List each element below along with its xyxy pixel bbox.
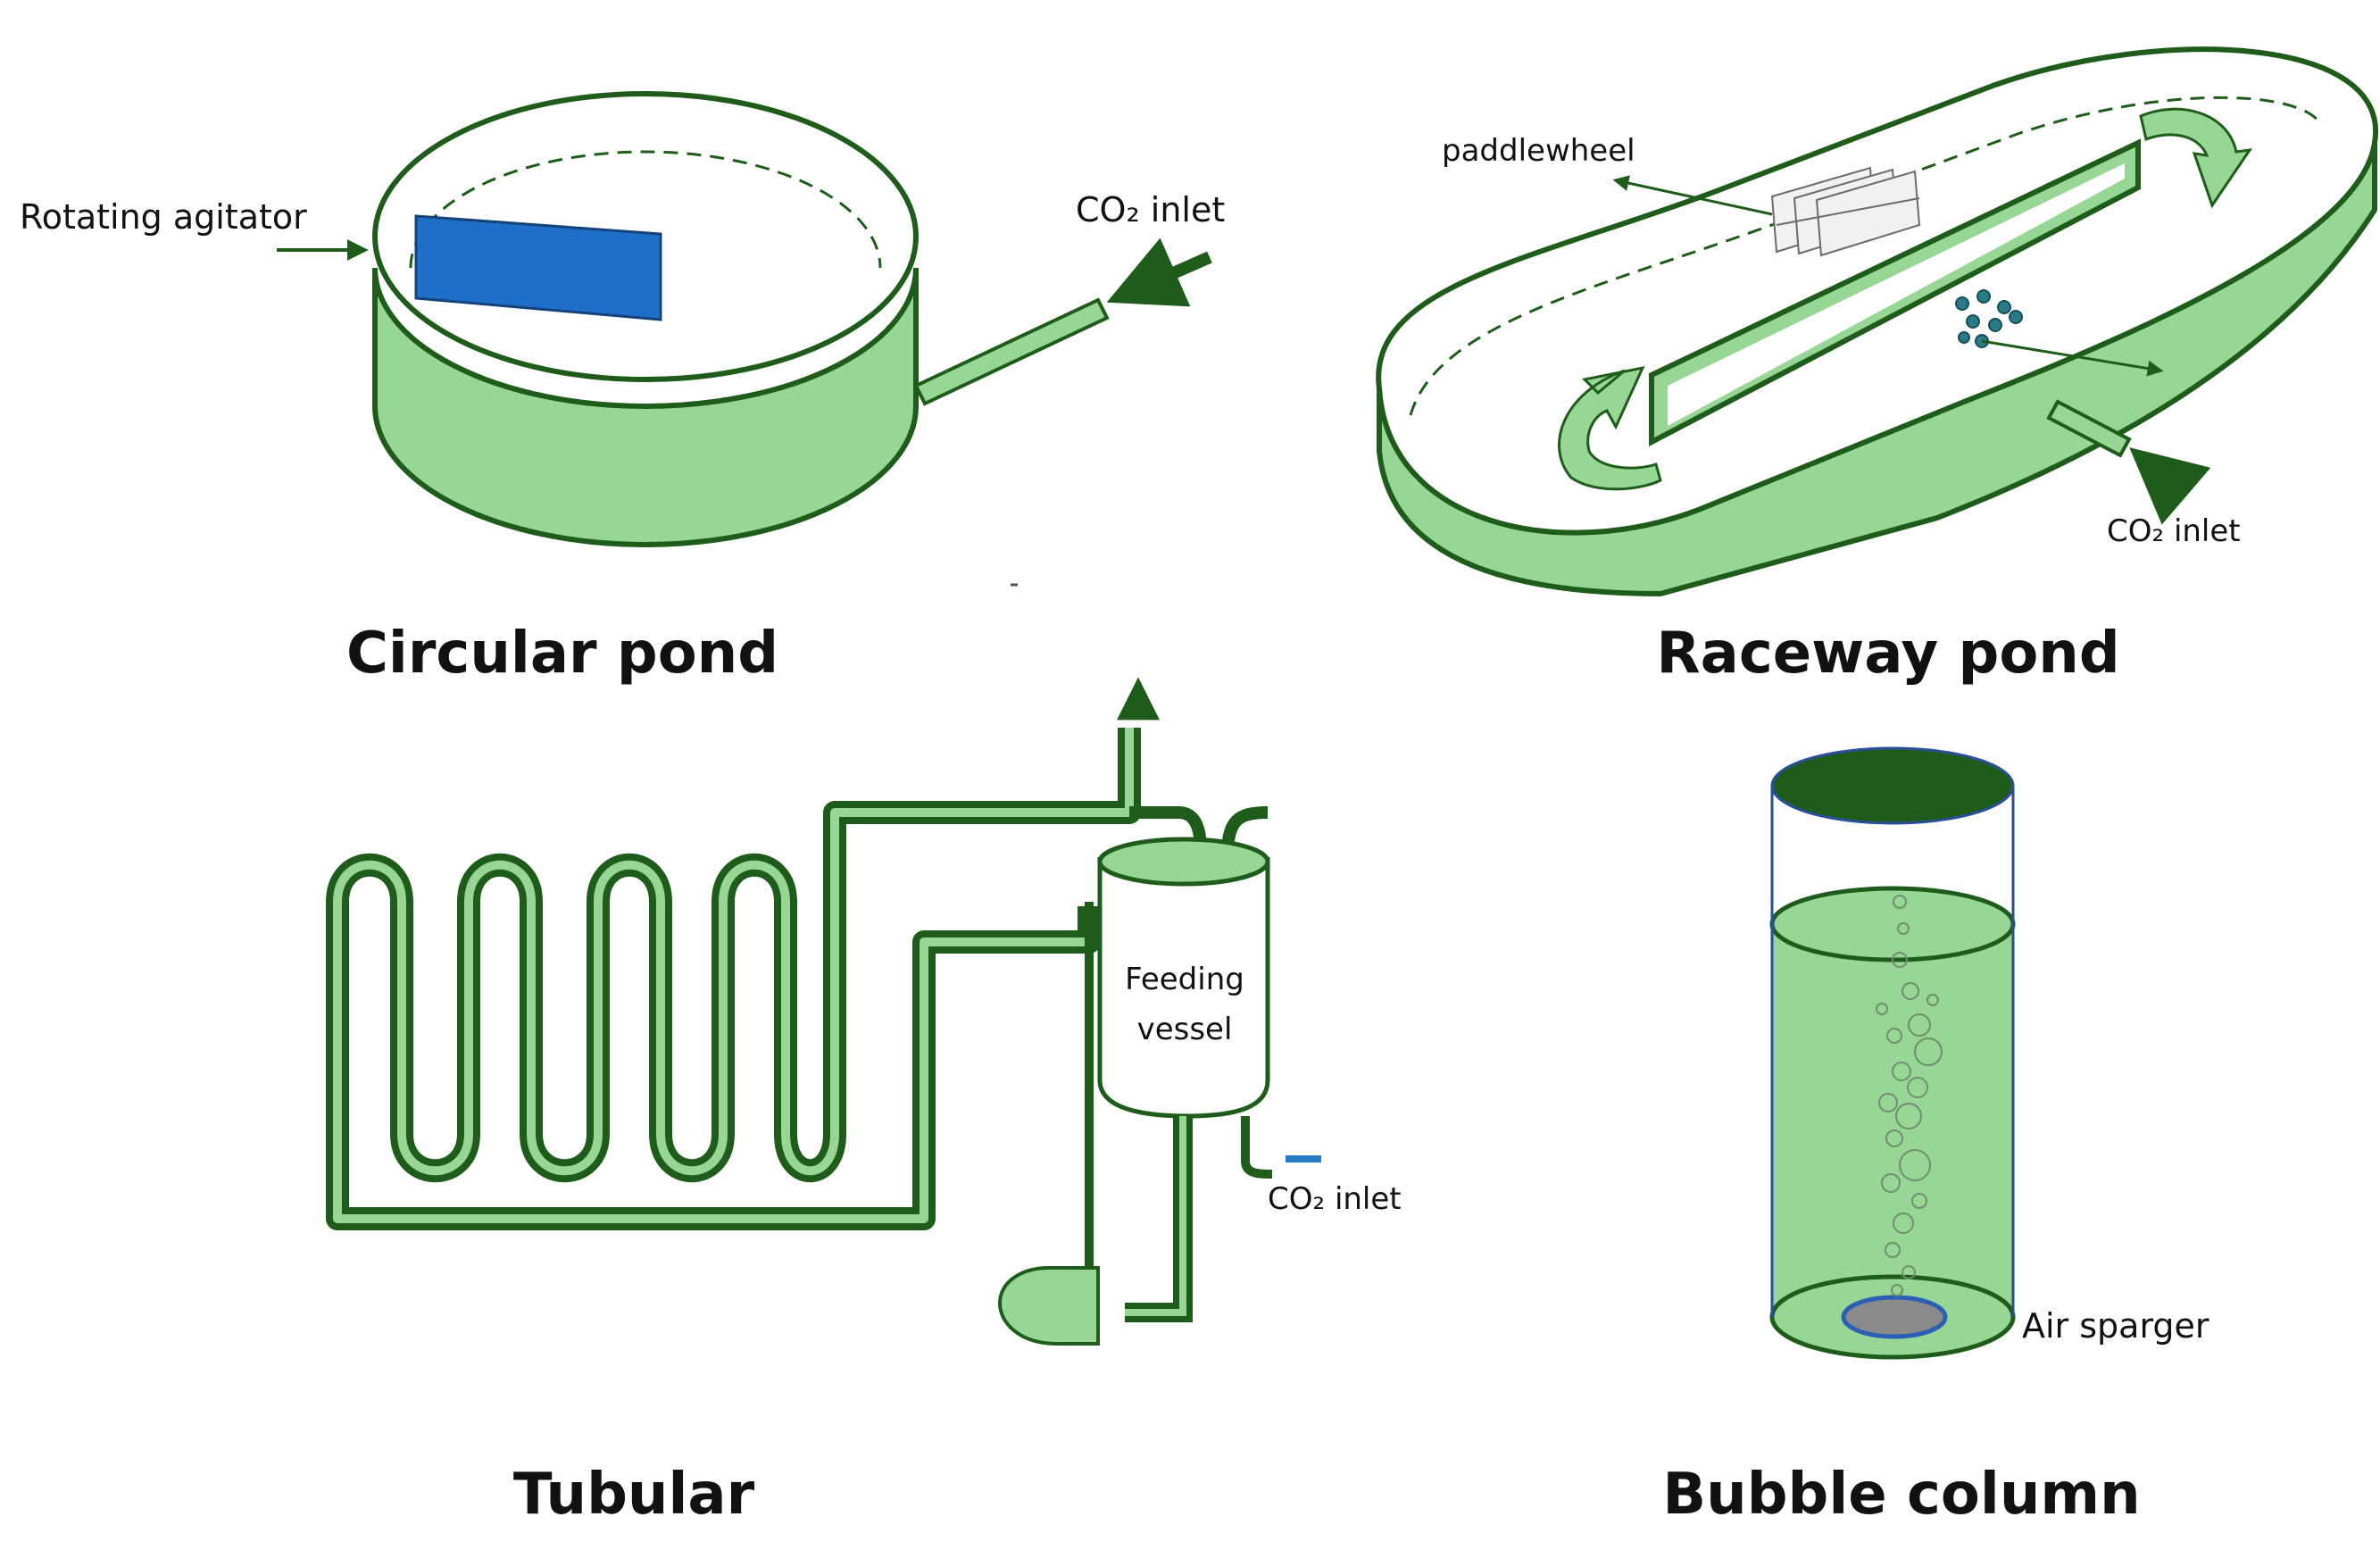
raceway-pond-title: Raceway pond xyxy=(1656,621,2120,687)
tubular-co2-label: CO₂ inlet xyxy=(1268,1181,1402,1217)
paddlewheel-label: paddlewheel xyxy=(1442,133,1635,169)
bubble-column xyxy=(1769,746,2016,1360)
circular-pond-co2-pipe xyxy=(913,297,1110,406)
circular-pond-title: Circular pond xyxy=(345,621,779,687)
paddlewheel xyxy=(1770,166,1921,257)
bubble-column-bubbles xyxy=(1876,895,1943,1296)
raceway-bubble-pointer xyxy=(1981,339,2164,377)
tubular-vessel-bottom-pipe-core xyxy=(1125,1116,1186,1316)
tubular-co2-inlet-pipe xyxy=(1241,1116,1273,1179)
raceway-co2-arrow xyxy=(2129,447,2211,525)
paddlewheel-pointer xyxy=(1612,175,1773,216)
tubular-serpentine-core xyxy=(333,728,1134,1223)
raceway-co2-bubbles xyxy=(1955,289,2023,348)
raceway-co2-pipe xyxy=(2046,399,2132,458)
circular-pond xyxy=(277,91,1212,547)
rotating-agitator xyxy=(414,214,662,321)
tubular-vessel-bottom-pipe xyxy=(1125,1116,1193,1322)
rotating-agitator-label: Rotating agitator xyxy=(20,197,307,237)
circular-pond-co2-arrow xyxy=(1106,238,1212,307)
raceway-center-divider-inner xyxy=(1668,163,2125,426)
bubble-column-liquid-surface xyxy=(1769,886,2016,962)
circular-pond-water-line xyxy=(409,150,882,269)
feeding-vessel-label-line2: vessel xyxy=(1136,1012,1233,1047)
raceway-flow-arrow-right xyxy=(2139,107,2253,209)
circular-pond-body xyxy=(372,267,919,547)
tubular-serpentine-loop xyxy=(326,728,1141,1230)
circular-pond-co2-label: CO₂ inlet xyxy=(1076,190,1226,229)
air-sparger-label: Air sparger xyxy=(2022,1306,2209,1346)
air-sparger xyxy=(1841,1295,1948,1339)
bubble-column-title: Bubble column xyxy=(1662,1462,2141,1528)
feeding-vessel-lid xyxy=(1097,837,1270,887)
raceway-pond-co2-label: CO₂ inlet xyxy=(2107,513,2241,549)
bubble-column-liquid xyxy=(1772,924,2013,1317)
raceway-pond xyxy=(1376,46,2379,596)
raceway-flow-arrow-left xyxy=(1558,365,1662,491)
tubular-reactor xyxy=(326,677,1321,1346)
feeding-vessel-label-line1: Feeding xyxy=(1125,962,1244,997)
tubular-title: Tubular xyxy=(512,1462,755,1528)
tubular-pump xyxy=(997,1266,1100,1346)
bubble-column-top xyxy=(1770,746,2015,825)
